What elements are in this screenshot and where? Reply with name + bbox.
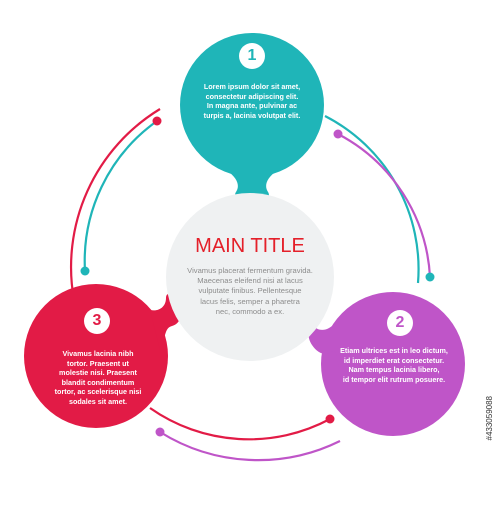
step-1-text: Lorem ipsum dolor sit amet, consectetur … [203, 82, 301, 120]
step-2-shape [308, 292, 465, 436]
step-1-shape [180, 33, 324, 201]
step-2-number: 2 [387, 310, 413, 336]
arc-dot [425, 272, 435, 282]
arc-red-bottom [149, 407, 331, 441]
step-3-text: Vivamus lacinia nibh tortor. Praesent ut… [54, 349, 142, 406]
main-body-text: Vivamus placerat fermentum gravida. Maec… [187, 266, 313, 316]
arc-teal-right [324, 115, 420, 284]
arc-dot [155, 427, 165, 437]
main-title: MAIN TITLE [195, 235, 305, 257]
arc-dot [152, 116, 162, 126]
arc-dot [333, 129, 343, 139]
arc-magenta-right [337, 133, 432, 278]
center-circle [166, 193, 334, 361]
step-3-number: 3 [84, 308, 110, 334]
arc-red-left [69, 108, 161, 301]
arc-magenta-bottom [159, 431, 341, 462]
stock-id-watermark: #433059088 [485, 395, 494, 441]
step-2-text: Etiam ultrices est in leo dictum, id imp… [340, 346, 448, 384]
step-1-number: 1 [239, 43, 265, 69]
arc-dot [80, 266, 90, 276]
arc-dot [325, 414, 335, 424]
arc-teal-left [83, 120, 158, 272]
